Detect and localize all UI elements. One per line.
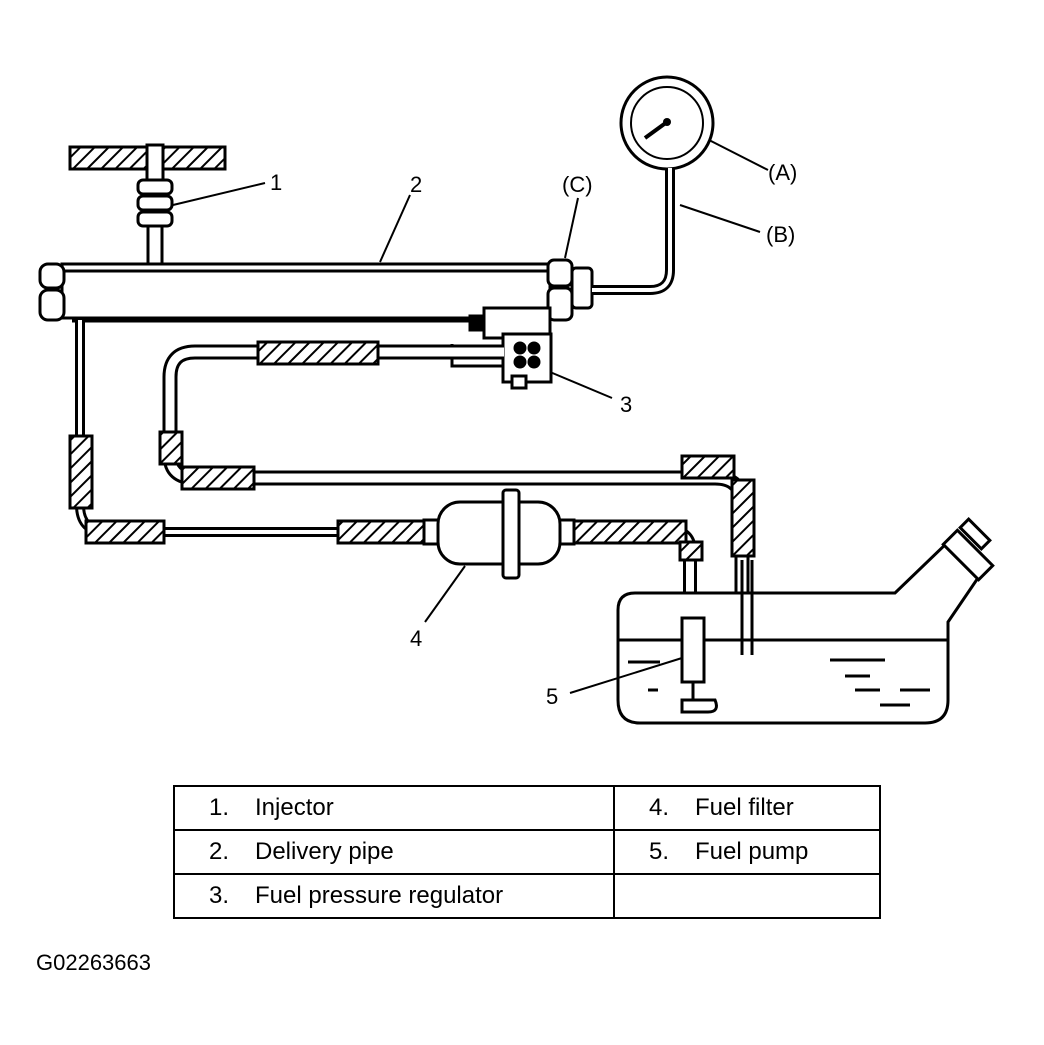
figure-id: G02263663: [36, 950, 151, 975]
return-line: [158, 340, 756, 655]
legend-label: Fuel filter: [695, 794, 794, 821]
legend-label: Fuel pump: [695, 838, 809, 865]
legend-number: 5.: [648, 838, 669, 865]
leader-lines: [172, 139, 769, 694]
callout-injector: 1: [270, 170, 282, 195]
legend-cell: [613, 873, 881, 919]
fuel-tank: [616, 517, 995, 725]
fuel-pressure-regulator: [450, 306, 553, 390]
gauge-hose: [592, 168, 675, 295]
legend-cell: 1. Injector: [173, 785, 615, 831]
legend-cell: 4. Fuel filter: [613, 785, 881, 831]
callout-fuel-filter: 4: [410, 626, 422, 651]
fuel-filter: [422, 488, 576, 580]
callout-fuel-pump: 5: [546, 684, 558, 709]
legend-label: Delivery pipe: [255, 838, 394, 865]
pressure-gauge: [619, 75, 715, 171]
engine-head: [68, 145, 227, 171]
delivery-pipe: [38, 258, 594, 332]
legend-number: 1.: [208, 794, 229, 821]
legend-cell: 2. Delivery pipe: [173, 829, 615, 875]
callout-fitting: (C): [562, 172, 593, 197]
callout-delivery-pipe: 2: [410, 172, 422, 197]
parts-legend: 1. Injector 4. Fuel filter 2. Delivery pipe…: [173, 785, 881, 919]
callout-gauge: (A): [768, 160, 797, 185]
legend-number: 2.: [208, 838, 229, 865]
legend-row: 1. Injector 4. Fuel filter: [173, 785, 881, 831]
feed-line: [68, 320, 704, 620]
legend-cell: 5. Fuel pump: [613, 829, 881, 875]
legend-label: Fuel pressure regulator: [255, 882, 504, 909]
legend-label: Injector: [255, 794, 334, 821]
callout-hose: (B): [766, 222, 795, 247]
injector: [136, 143, 174, 266]
legend-number: 4.: [648, 794, 669, 821]
legend-number: 3.: [208, 882, 229, 909]
fuel-pump: [680, 560, 754, 714]
legend-cell: 3. Fuel pressure regulator: [173, 873, 615, 919]
fuel-system-diagram: 1 2 (C) (A) (B) 3 4 5: [38, 75, 995, 725]
legend-row: 2. Delivery pipe 5. Fuel pump: [173, 829, 881, 875]
legend-row: 3. Fuel pressure regulator: [173, 873, 881, 919]
callout-regulator: 3: [620, 392, 632, 417]
